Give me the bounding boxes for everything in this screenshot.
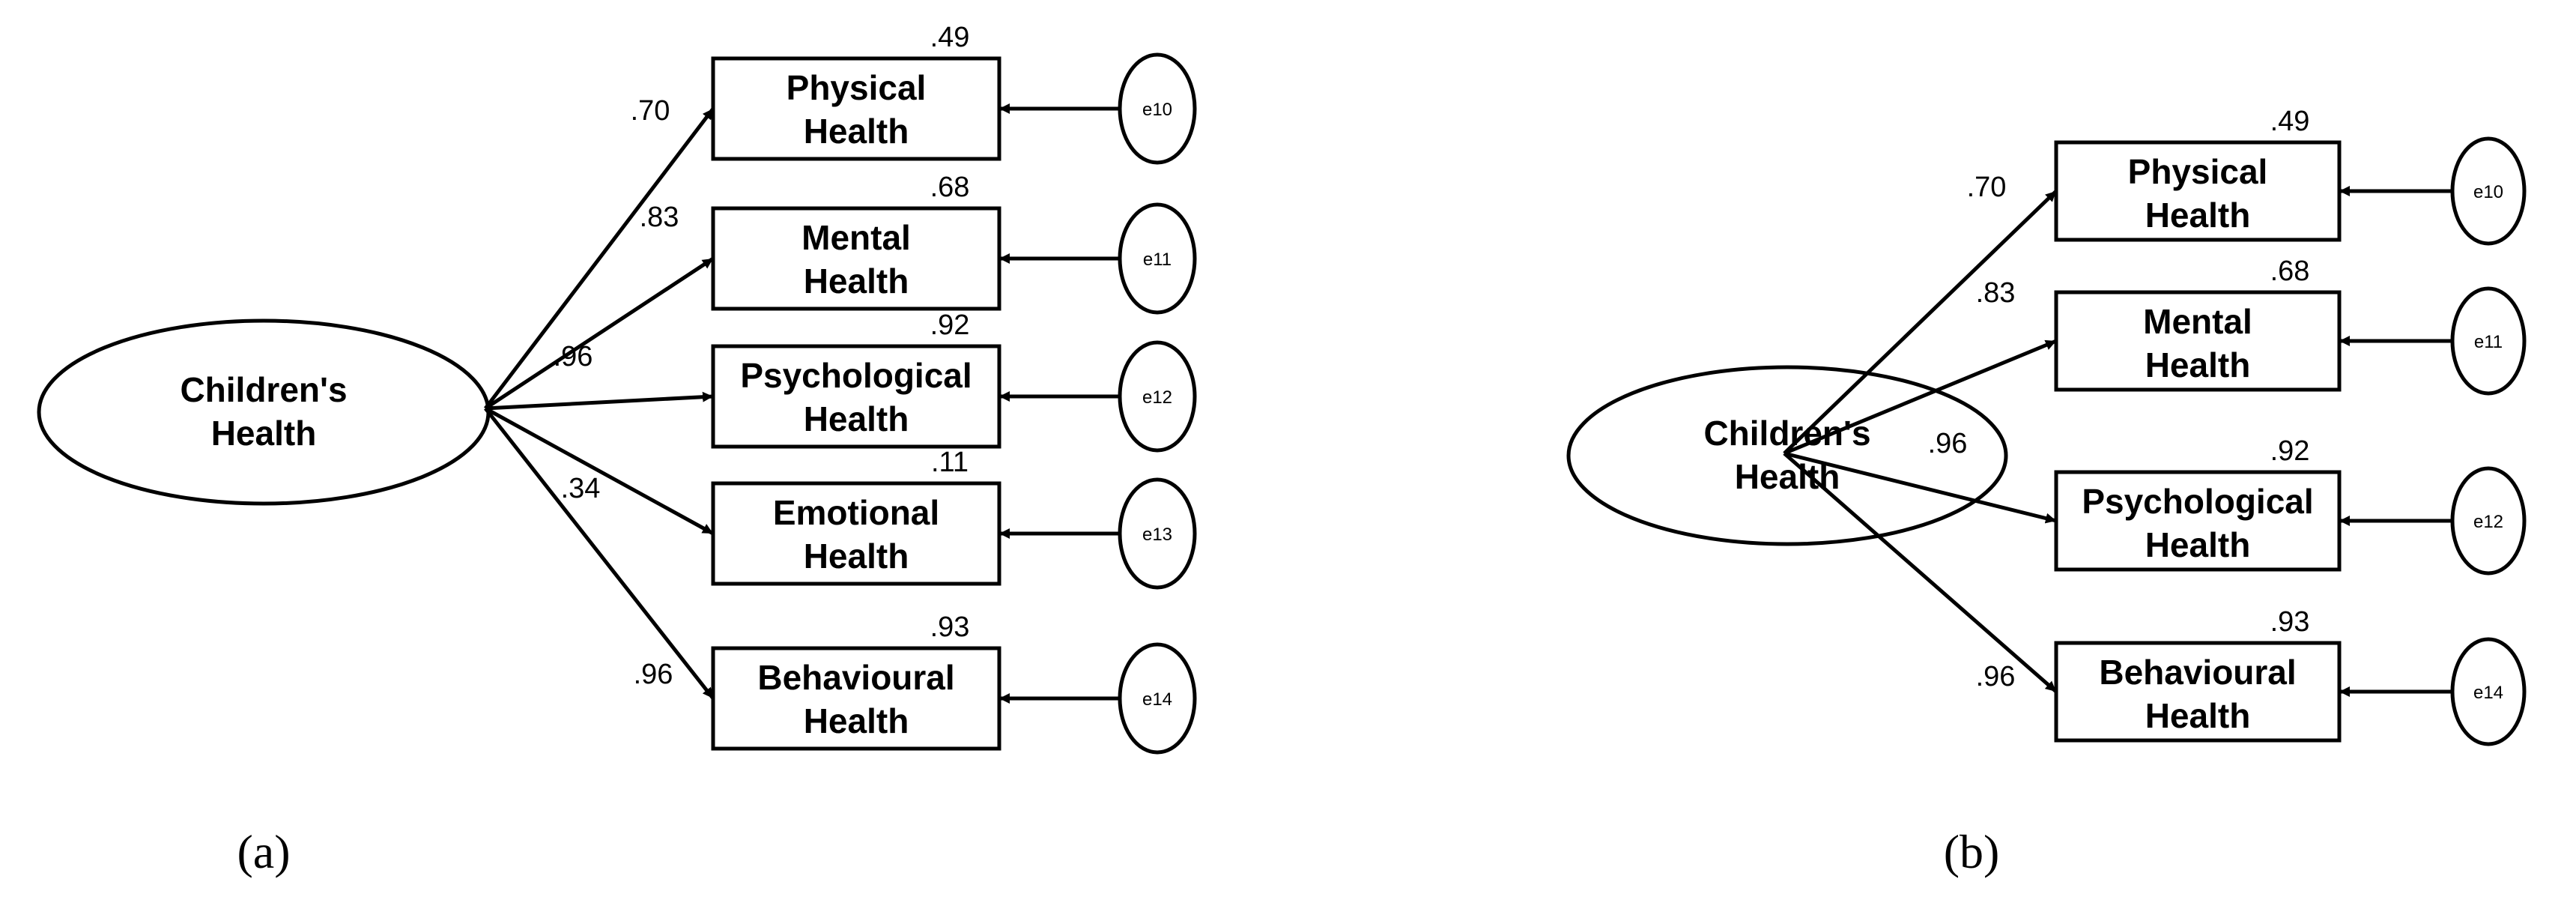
indicator-label-line: Physical xyxy=(787,68,927,107)
indicator-box xyxy=(2054,470,2342,572)
indicator-label-line: Health xyxy=(804,537,909,576)
indicator-box xyxy=(711,206,1001,311)
indicator-label-line: Health xyxy=(804,262,909,301)
indicator-label-line: Health xyxy=(2145,525,2251,564)
indicator-label-line: Mental xyxy=(2143,302,2252,341)
indicator-label-line: Physical xyxy=(2128,152,2268,191)
loading-path xyxy=(485,391,714,411)
loading-path xyxy=(1783,190,2058,455)
loading-label: .96 xyxy=(634,659,673,690)
loading-path xyxy=(484,107,715,410)
r-squared-label: .49 xyxy=(930,22,970,53)
indicator-label-line: Psychological xyxy=(740,356,972,395)
panel-label: (a) xyxy=(237,825,290,878)
indicator-label-line: Health xyxy=(804,399,909,438)
indicator-label-line: Health xyxy=(2145,345,2251,384)
indicator-label-line: Mental xyxy=(801,218,911,257)
latent-ellipse xyxy=(37,318,491,506)
loading-label: .96 xyxy=(1976,661,2016,692)
panel-label: (b) xyxy=(1944,825,2000,878)
loading-label: .96 xyxy=(554,341,593,372)
error-term-label: e14 xyxy=(1142,689,1172,710)
loading-path xyxy=(1783,452,2058,693)
r-squared-label: .92 xyxy=(2270,435,2310,467)
latent-label-line: Children's xyxy=(180,370,347,409)
error-term-label: e10 xyxy=(1142,100,1172,120)
loading-path xyxy=(1783,339,2057,456)
indicator-box xyxy=(711,646,1001,751)
loading-path xyxy=(484,406,715,536)
indicator-label-line: Health xyxy=(804,701,909,740)
error-term-label: e14 xyxy=(2473,683,2503,703)
indicator-label-line: Behavioural xyxy=(2099,653,2296,692)
error-term-label: e12 xyxy=(2473,512,2503,532)
r-squared-label: .49 xyxy=(2270,106,2310,137)
latent-label-line: Children's xyxy=(1703,414,1870,453)
loading-label: .70 xyxy=(1967,172,2007,203)
error-term-label: e12 xyxy=(1142,387,1172,408)
loading-label: .83 xyxy=(1976,277,2016,309)
r-squared-label: .92 xyxy=(930,309,970,341)
indicator-label-line: Health xyxy=(2145,196,2251,235)
r-squared-label: .68 xyxy=(2270,256,2310,287)
r-squared-label: .11 xyxy=(931,447,969,478)
indicator-label-line: Health xyxy=(804,112,909,151)
loading-path xyxy=(1783,451,2057,524)
error-term-label: e13 xyxy=(1142,525,1172,545)
loading-path xyxy=(484,256,715,411)
indicator-box xyxy=(711,56,1001,161)
indicator-box xyxy=(2054,290,2342,392)
indicator-label-line: Psychological xyxy=(2082,482,2313,521)
loading-label: .70 xyxy=(631,95,670,127)
loading-label: .96 xyxy=(1928,428,1968,459)
indicator-label-line: Behavioural xyxy=(757,658,954,697)
loading-label: .83 xyxy=(640,202,679,233)
loading-path xyxy=(484,407,715,700)
r-squared-label: .68 xyxy=(930,172,970,203)
error-term-label: e11 xyxy=(2474,332,2503,352)
indicator-label-line: Emotional xyxy=(773,493,939,532)
r-squared-label: .93 xyxy=(2270,606,2310,638)
indicator-box xyxy=(2054,641,2342,743)
r-squared-label: .93 xyxy=(930,611,970,643)
error-term-label: e11 xyxy=(1143,250,1172,270)
indicator-box xyxy=(711,481,1001,586)
loading-label: .34 xyxy=(561,473,601,504)
indicator-label-line: Health xyxy=(2145,696,2251,735)
error-term-label: e10 xyxy=(2473,182,2503,202)
latent-label-line: Health xyxy=(211,414,317,453)
